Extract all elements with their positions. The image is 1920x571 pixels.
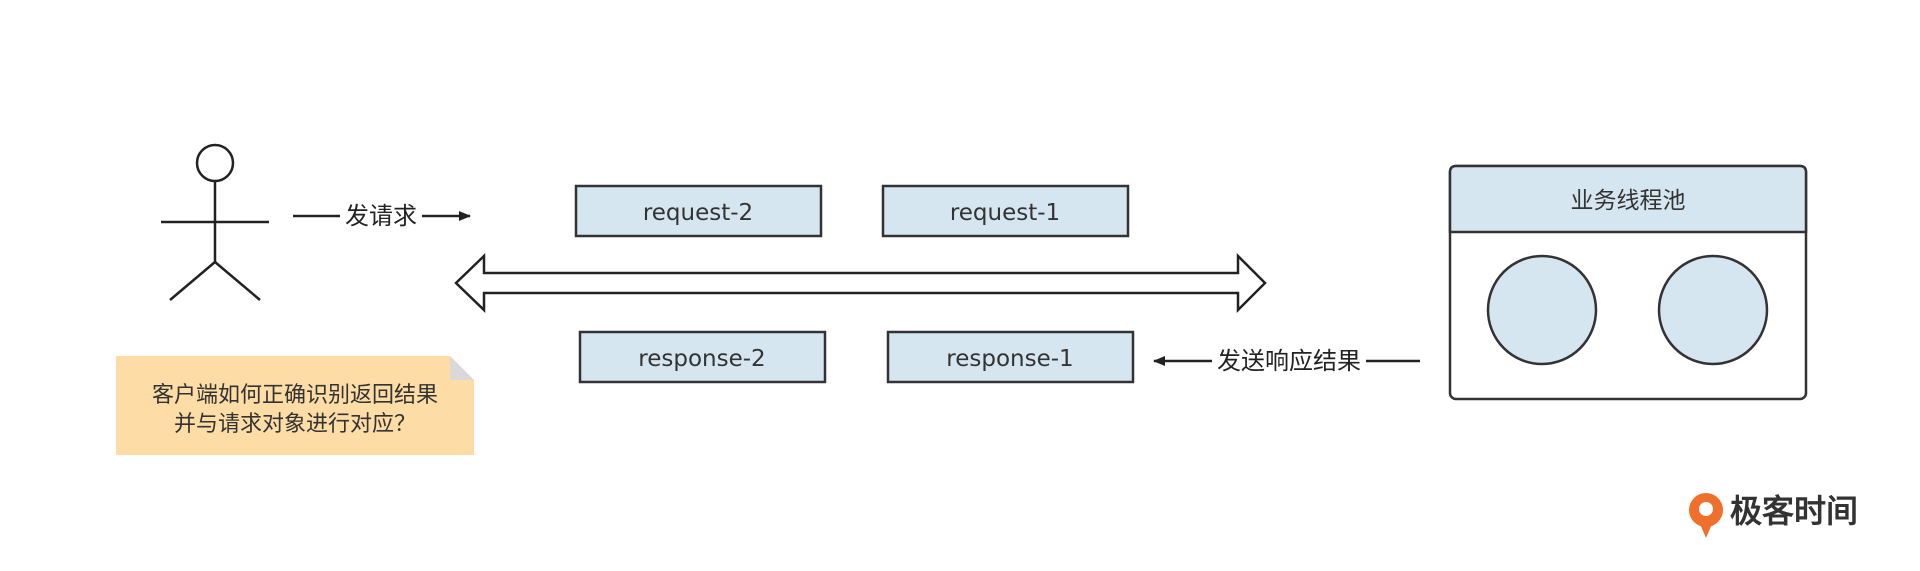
request-box-1-rect — [881, 184, 1130, 238]
question-note-body — [116, 356, 474, 455]
client-left-leg — [169, 261, 216, 301]
geektime-logo-mark-tail — [1700, 524, 1712, 538]
question-note-line-1: 客户端如何正确识别返回结果 — [152, 383, 438, 408]
question-note-line-2: 并与请求对象进行对应？ — [174, 412, 416, 437]
response-box-1: response-1 — [886, 330, 1135, 384]
request-box-2-label: request-2 — [643, 200, 753, 226]
geektime-logo: 极客时间 — [1689, 492, 1858, 538]
geektime-logo-mark-inner — [1699, 502, 1713, 516]
request-box-2-rect — [574, 184, 823, 238]
thread-pool-title: 业务线程池 — [1571, 188, 1686, 214]
question-note-fold — [450, 356, 474, 380]
client-stick-figure — [161, 143, 269, 301]
geektime-logo-text: 极客时间 — [1730, 492, 1858, 530]
send-response-arrow: 发送响应结果 — [1153, 347, 1420, 375]
send-request-label: 发请求 — [345, 202, 417, 230]
response-box-2-label: response-2 — [638, 346, 765, 372]
question-note: 客户端如何正确识别返回结果 并与请求对象进行对应？ — [116, 356, 474, 455]
send-response-label: 发送响应结果 — [1217, 347, 1361, 375]
thread-pool-worker-2 — [1657, 254, 1769, 366]
response-box-2-rect — [578, 330, 827, 384]
thread-pool: 业务线程池 — [1448, 164, 1808, 401]
request-box-2: request-2 — [574, 184, 823, 238]
thread-pool-header — [1448, 164, 1808, 234]
response-box-1-label: response-1 — [946, 346, 1073, 372]
request-box-1-label: request-1 — [950, 200, 1060, 226]
send-request-arrow: 发请求 — [293, 202, 471, 230]
response-box-2: response-2 — [578, 330, 827, 384]
request-box-1: request-1 — [881, 184, 1130, 238]
client-head — [195, 143, 235, 183]
thread-pool-worker-1 — [1486, 254, 1598, 366]
response-box-1-rect — [886, 330, 1135, 384]
client-right-leg — [214, 261, 261, 301]
connection-channel-double-arrow — [454, 252, 1267, 314]
